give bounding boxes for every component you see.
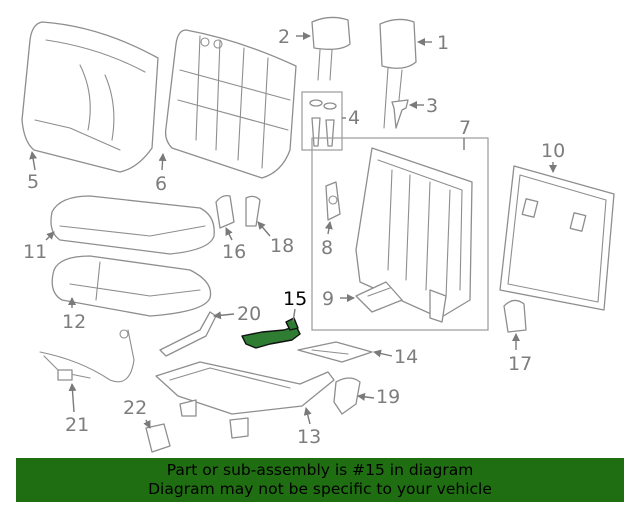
callout-21: 21 <box>65 414 89 436</box>
callout-20: 20 <box>237 303 261 325</box>
leader-6 <box>158 153 167 171</box>
part-22-cover <box>145 423 171 453</box>
callout-7: 7 <box>459 117 471 139</box>
part-18-cover <box>245 195 261 227</box>
callout-14: 14 <box>394 346 418 368</box>
part-12-cushion-pad <box>51 255 212 317</box>
part-5-seat-back-cushion <box>21 21 159 173</box>
leader-15 <box>292 308 296 323</box>
callout-8: 8 <box>321 237 333 259</box>
leader-5 <box>29 151 38 171</box>
leader-16 <box>225 227 233 241</box>
part-2-headrest <box>311 16 351 81</box>
part-3-guide <box>391 99 409 129</box>
parts-diagram: 1 2 3 4 5 6 7 8 9 10 11 12 13 14 15 16 1… <box>21 16 615 453</box>
callout-12: 12 <box>62 311 86 333</box>
callout-1: 1 <box>437 32 449 54</box>
callout-22: 22 <box>123 397 147 419</box>
callout-3: 3 <box>426 95 438 117</box>
callout-18: 18 <box>270 235 294 257</box>
part-14-mechanism <box>297 341 373 363</box>
part-10-back-panel <box>499 165 615 311</box>
callout-15: 15 <box>283 288 307 310</box>
callout-2: 2 <box>278 26 290 48</box>
part-21-wire-harness <box>39 329 135 383</box>
part-4-guides <box>301 91 343 151</box>
leader-8 <box>324 221 333 235</box>
leader-20 <box>213 311 235 320</box>
part-17-cap <box>503 299 527 333</box>
part-6-seat-back-frame <box>164 29 297 179</box>
callout-5: 5 <box>27 171 39 193</box>
part-8-bracket <box>325 181 341 221</box>
banner-line-2: Diagram may not be specific to your vehi… <box>148 480 492 498</box>
callout-6: 6 <box>155 173 167 195</box>
callout-19: 19 <box>376 386 400 408</box>
callout-17: 17 <box>508 353 532 375</box>
callout-10: 10 <box>541 140 565 162</box>
callout-4: 4 <box>348 107 360 129</box>
banner-line-1: Part or sub-assembly is #15 in diagram <box>166 461 474 479</box>
callout-16: 16 <box>222 241 246 263</box>
callout-9: 9 <box>322 288 334 310</box>
leader-22 <box>143 419 151 429</box>
part-20-bracket <box>159 311 217 357</box>
callout-13: 13 <box>297 426 321 448</box>
leader-19 <box>357 392 375 401</box>
info-banner: Part or sub-assembly is #15 in diagram D… <box>16 458 624 502</box>
leader-13 <box>303 407 312 425</box>
part-15-highlighted[interactable] <box>241 317 301 349</box>
part-16-cover <box>215 194 235 229</box>
leader-11 <box>45 231 55 241</box>
part-1-headrest <box>379 18 417 129</box>
part-7-seat-frame-assembly <box>311 137 489 331</box>
part-11-seat-cushion <box>50 195 215 255</box>
callout-11: 11 <box>23 241 47 263</box>
leader-21 <box>68 383 77 413</box>
part-13-seat-frame <box>155 361 335 439</box>
leader-18 <box>257 221 271 237</box>
leader-14 <box>373 349 393 358</box>
part-9-bracket <box>355 281 403 313</box>
part-19-cover <box>333 377 361 415</box>
